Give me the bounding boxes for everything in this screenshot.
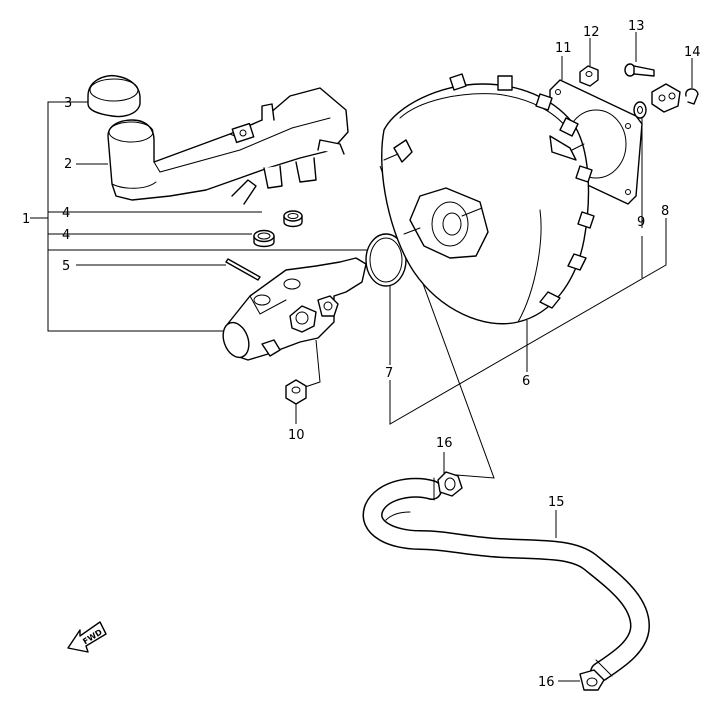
snap-clip	[685, 88, 699, 105]
callout-6: 6	[522, 374, 530, 389]
grommet-upper	[283, 210, 303, 228]
clevis	[651, 83, 681, 113]
callout-15: 15	[548, 495, 565, 510]
small-nut	[579, 65, 599, 87]
fwd-arrow-icon: FWD	[67, 621, 107, 653]
reservoir-cap	[87, 74, 141, 118]
callout-8: 8	[661, 204, 669, 219]
fluid-reservoir	[107, 87, 349, 205]
clevis-bolt	[624, 63, 655, 77]
brake-booster	[381, 73, 595, 325]
callout-16-upper: 16	[436, 436, 453, 451]
callout-4-lower: 4	[62, 228, 70, 243]
callout-4-upper: 4	[62, 206, 70, 221]
callout-11: 11	[555, 41, 572, 56]
callout-10: 10	[288, 428, 305, 443]
master-cylinder	[222, 257, 367, 361]
washer	[633, 101, 647, 119]
retaining-pin	[225, 258, 261, 281]
callout-9: 9	[637, 215, 645, 230]
callout-12: 12	[583, 25, 600, 40]
callout-3: 3	[64, 96, 72, 111]
callout-2: 2	[64, 157, 72, 172]
o-ring-seal	[365, 233, 407, 287]
callout-14: 14	[684, 45, 701, 60]
callout-labels: 1 2 3 4 4 5 6 7 8 9 10 11 12 13 14 15 16…	[22, 19, 701, 690]
vacuum-hose	[362, 477, 650, 682]
callout-5: 5	[62, 259, 70, 274]
hose-clamp-lower	[579, 669, 605, 691]
callout-1: 1	[22, 212, 30, 227]
hex-nut	[285, 379, 307, 405]
hose-clamp-upper	[437, 471, 463, 497]
callout-13: 13	[628, 19, 645, 34]
callout-7: 7	[385, 366, 393, 381]
grommet-lower	[253, 229, 275, 248]
callout-16-lower: 16	[538, 675, 555, 690]
